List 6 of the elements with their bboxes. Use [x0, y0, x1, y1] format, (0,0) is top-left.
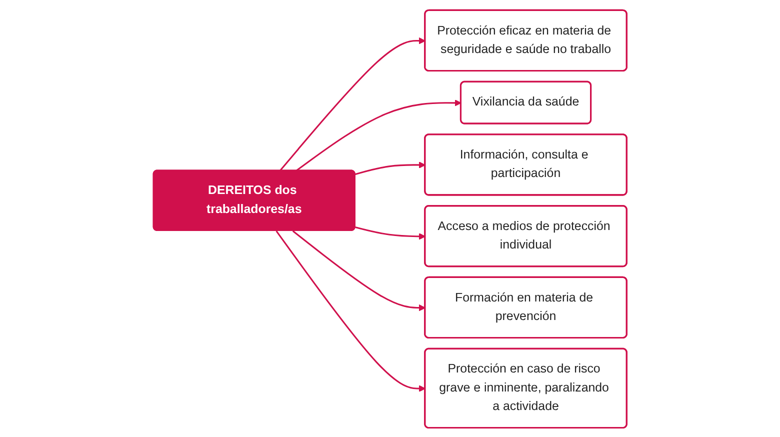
- arrow: [296, 99, 462, 171]
- arrow: [355, 226, 426, 240]
- arrow: [280, 36, 426, 170]
- arrow: [276, 230, 426, 392]
- arrow: [292, 230, 426, 311]
- arrow: [355, 161, 426, 174]
